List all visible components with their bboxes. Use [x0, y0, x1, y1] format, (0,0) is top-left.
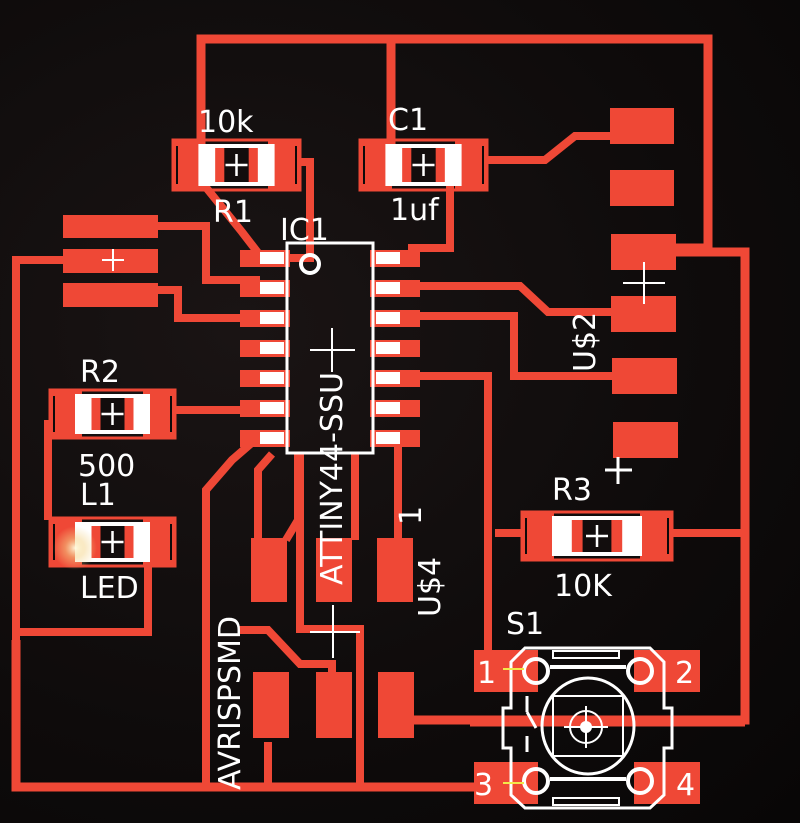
ic1-pin1-marker: [299, 253, 321, 275]
r3-cross-icon: [605, 457, 632, 484]
trace-header1-ic: [155, 222, 260, 284]
copper-pads: [50, 108, 700, 804]
silkscreen-labels: 10k R1 C1 1uf IC1 ATTINY44-SSU R2 500 L1…: [78, 103, 695, 803]
s1-pin-2-label: 2: [675, 656, 694, 691]
r1-name-label: R1: [213, 195, 253, 230]
r3-name-label: R3: [552, 473, 592, 508]
avrisp-pad-1: [251, 538, 287, 602]
ic1-pin-left-lead-5: [260, 372, 284, 384]
l1-name-label: L1: [80, 478, 116, 513]
avrisp-pad-4: [253, 672, 289, 738]
s1-name-label: S1: [506, 607, 544, 642]
copper-traces: [11, 34, 750, 792]
r2-name-label: R2: [80, 355, 120, 390]
s1-body: [501, 646, 674, 810]
header-cross-icon: [102, 249, 124, 271]
ic1-pin-left-lead-6: [260, 402, 284, 414]
ic1-pin-left-lead-7: [260, 432, 284, 444]
smd-bodies: [48, 138, 674, 568]
l1-outline: [48, 516, 177, 568]
ic1-pin-right-lead-11: [376, 342, 400, 354]
s1-hole-4: [626, 767, 654, 795]
avrisp-cross-icon: [310, 605, 360, 658]
trace-ic-us2-b: [408, 312, 615, 380]
us2-pad-6: [613, 422, 678, 458]
ic1-pin-right-lead-9: [376, 402, 400, 414]
ic1-value-label: ATTINY44-SSU: [315, 372, 350, 585]
trace-c1-us2: [480, 132, 615, 164]
origin-crosses: [102, 249, 665, 658]
ic1-pin-left-lead-1: [260, 252, 284, 264]
s1-actuator-square: [552, 695, 624, 757]
r3-value-label: 10K: [554, 569, 613, 604]
trace-c1-ic: [408, 180, 454, 252]
ic1-pins: [240, 250, 420, 447]
s1-pad-2: [634, 650, 700, 692]
r1-outline: [171, 138, 302, 192]
s1-hole-2: [626, 657, 654, 685]
r1-value-label: 10k: [198, 105, 254, 140]
ic1-pin-right-lead-14: [376, 252, 400, 264]
trace-r1-ic-diag: [196, 177, 266, 261]
avrisp-pad-6: [378, 672, 414, 738]
s1-pin-1-label: 1: [477, 656, 496, 691]
ic1-pin-right-lead-10: [376, 372, 400, 384]
s1-symbol-b: [525, 711, 538, 729]
s1-switch-outline: [501, 646, 674, 810]
led-glare: [53, 526, 97, 570]
r2-outline: [48, 388, 177, 440]
ic1-pin-right-lead-12: [376, 312, 400, 324]
trace-ic-us2-a: [408, 282, 615, 316]
r3-pad-right: [640, 512, 672, 560]
ic1-pin-left-lead-4: [260, 342, 284, 354]
ic1-pin-left-lead-2: [260, 282, 284, 294]
c1-value-label: 1uf: [390, 193, 440, 228]
r3-outline: [520, 510, 674, 562]
us2-cross-icon: [623, 262, 665, 304]
avrisp-pad-5: [316, 672, 352, 738]
r2-value-label: 500: [78, 449, 135, 484]
avrisp-pad-2: [316, 538, 352, 602]
avrisp-pad-3: [377, 538, 413, 602]
s1-top-tab: [552, 650, 620, 659]
trace-ic-isp-4: [296, 454, 364, 787]
s1-pad-1: [474, 650, 538, 692]
us2-pad-2: [610, 170, 674, 206]
us4-label: U$4: [413, 557, 448, 617]
trace-r1-ic: [272, 158, 314, 262]
avrisp-label: AVRISPSMD: [213, 616, 248, 790]
s1-pin-4-label: 4: [676, 768, 695, 803]
r3-pad-left: [522, 512, 554, 560]
trace-header3-ic: [155, 286, 260, 322]
ic1-name-label: IC1: [280, 213, 329, 248]
header-pad-1: [63, 215, 158, 238]
ic1-outline: [285, 241, 375, 455]
trace-header2-left: [12, 256, 65, 650]
us2-pad-1: [610, 108, 674, 144]
us2-label: U$2: [568, 312, 603, 372]
trace-avrisp-mid: [238, 626, 336, 676]
trace-left-bottom: [11, 640, 486, 792]
trace-ic-isp-2: [254, 451, 276, 540]
s1-bottom-tab: [552, 797, 620, 806]
c1-outline: [358, 138, 489, 192]
ic1-body: [285, 241, 375, 455]
us2-pad-5: [612, 358, 677, 394]
trace-led-loop: [16, 560, 152, 636]
s1-hole-3: [522, 767, 550, 795]
ic1-pin-right-lead-13: [376, 282, 400, 294]
ic1-pin-right-lead-8: [376, 432, 400, 444]
trace-ic-pin-down: [408, 372, 492, 650]
s1-actuator-ring: [540, 676, 636, 776]
c1-name-label: C1: [388, 103, 428, 138]
ic1-pin-left-lead-3: [260, 312, 284, 324]
us4-pin1-label: 1: [394, 506, 429, 525]
s1-hole-1: [522, 657, 550, 685]
header-pad-3: [63, 283, 158, 307]
s1-pin-3-label: 3: [474, 768, 493, 803]
l1-value-label: LED: [80, 571, 139, 606]
